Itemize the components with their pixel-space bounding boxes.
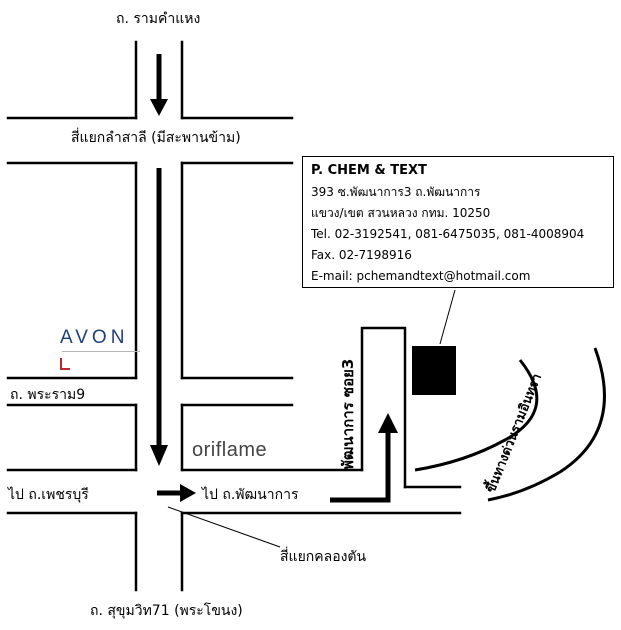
arrow-shaft xyxy=(330,430,391,503)
label-soi3: พัฒนาการ ซอย3 xyxy=(339,358,357,470)
address-line-2: แขวง/เขต สวนหลวง กทม. 10250 xyxy=(311,206,491,220)
label-to-pattanakarn: ไป ถ.พัฒนาการ xyxy=(202,487,299,503)
label-pointer xyxy=(167,506,281,548)
arrow-head xyxy=(180,484,196,502)
avon-logo: AVON xyxy=(60,327,129,348)
arrow-head xyxy=(150,445,168,466)
label-rama9: ถ. พระราม9 xyxy=(10,387,86,403)
label-khlong-tan: สี่แยกคลองตัน xyxy=(280,549,367,565)
road-edge xyxy=(360,326,407,489)
avon-logo-underline xyxy=(62,351,140,358)
label-to-phetchaburi: ไป ถ.เพชรบุรี xyxy=(8,487,89,503)
building-marker xyxy=(412,346,456,395)
fax: Fax. 02-7198916 xyxy=(311,248,412,262)
telephone: Tel. 02-3192541, 081-6475035, 081-400890… xyxy=(311,227,585,241)
label-sukhumvit71: ถ. สุขุมวิท71 (พระโขนง) xyxy=(90,603,243,619)
email: E-mail: pchemandtext@hotmail.com xyxy=(311,269,531,283)
label-ramkhamhaeng: ถ. รามคำแหง xyxy=(116,11,201,27)
address-line-1: 393 ซ.พัฒนาการ3 ถ.พัฒนาการ xyxy=(311,185,481,199)
callout-pointer xyxy=(439,289,456,345)
label-lamsali-intersection: สี่แยกลำสาลี (มีสะพานข้าม) xyxy=(71,130,241,146)
arrow-head xyxy=(150,99,168,116)
arrow-head xyxy=(378,413,398,433)
company-info-box: P. CHEM & TEXT 393 ซ.พัฒนาการ3 ถ.พัฒนากา… xyxy=(302,156,614,288)
expressway-curve xyxy=(414,359,539,472)
oriflame-logo: oriflame xyxy=(192,439,268,461)
expressway-curve xyxy=(487,347,606,502)
company-name: P. CHEM & TEXT xyxy=(311,163,427,178)
avon-logo-mark xyxy=(60,358,70,370)
